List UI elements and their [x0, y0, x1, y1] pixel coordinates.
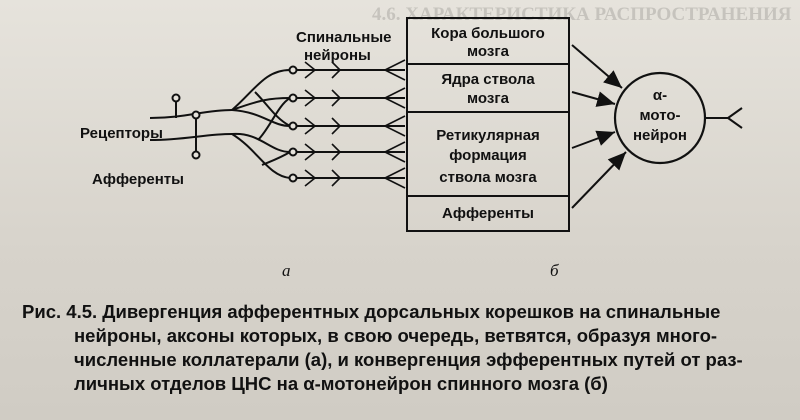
convergence-diagram-b: Кора большого мозга Ядра ствола мозга Ре…	[406, 17, 743, 232]
convergence-arrows	[571, 44, 627, 209]
afferent-fibers	[149, 93, 233, 160]
box-reticular-line-1: Ретикулярная	[436, 127, 540, 144]
caption-line-4: личных отделов ЦНС на α-мотонейрон спинн…	[74, 373, 608, 394]
box-cortex-line-1: Кора большого	[431, 25, 545, 42]
figure-caption: Рис. 4.5. Дивергенция афферентных дорсал…	[22, 300, 782, 396]
axon-collaterals	[304, 59, 406, 189]
motoneuron-label-2: мото-	[640, 107, 681, 124]
caption-line-3: численные коллатерали (а), и конвергенци…	[74, 349, 743, 370]
afferents-label-a: Афференты	[92, 171, 184, 188]
caption-line-1: Рис. 4.5. Дивергенция афферентных дорсал…	[22, 301, 721, 322]
receptors-label: Рецепторы	[80, 125, 163, 142]
caption-line-2: нейроны, аксоны которых, в свою очередь,…	[74, 325, 718, 346]
figure-4-5: Рецепторы Афференты Спинальные нейроны а…	[80, 17, 743, 280]
cns-sources-box	[406, 17, 570, 232]
divergence-diagram-a	[149, 59, 406, 189]
motoneuron-axon	[705, 107, 743, 129]
box-afferents: Афференты	[442, 205, 534, 222]
spinal-neurons-label-1: Спинальные	[296, 29, 391, 46]
motoneuron-label-1: α-	[653, 87, 667, 104]
box-reticular-line-2: формация	[449, 147, 527, 164]
spinal-neurons-label-2: нейроны	[304, 47, 371, 64]
part-a-label: а	[282, 261, 291, 280]
box-brainstem-nuclei-line-2: мозга	[467, 90, 510, 107]
box-reticular-line-3: ствола мозга	[439, 169, 537, 186]
motoneuron-label-3: нейрон	[633, 127, 687, 144]
box-cortex-line-2: мозга	[467, 43, 510, 60]
box-brainstem-nuclei-line-1: Ядра ствола	[441, 71, 535, 88]
part-b-label: б	[550, 261, 559, 280]
divergence-branches	[231, 69, 291, 179]
